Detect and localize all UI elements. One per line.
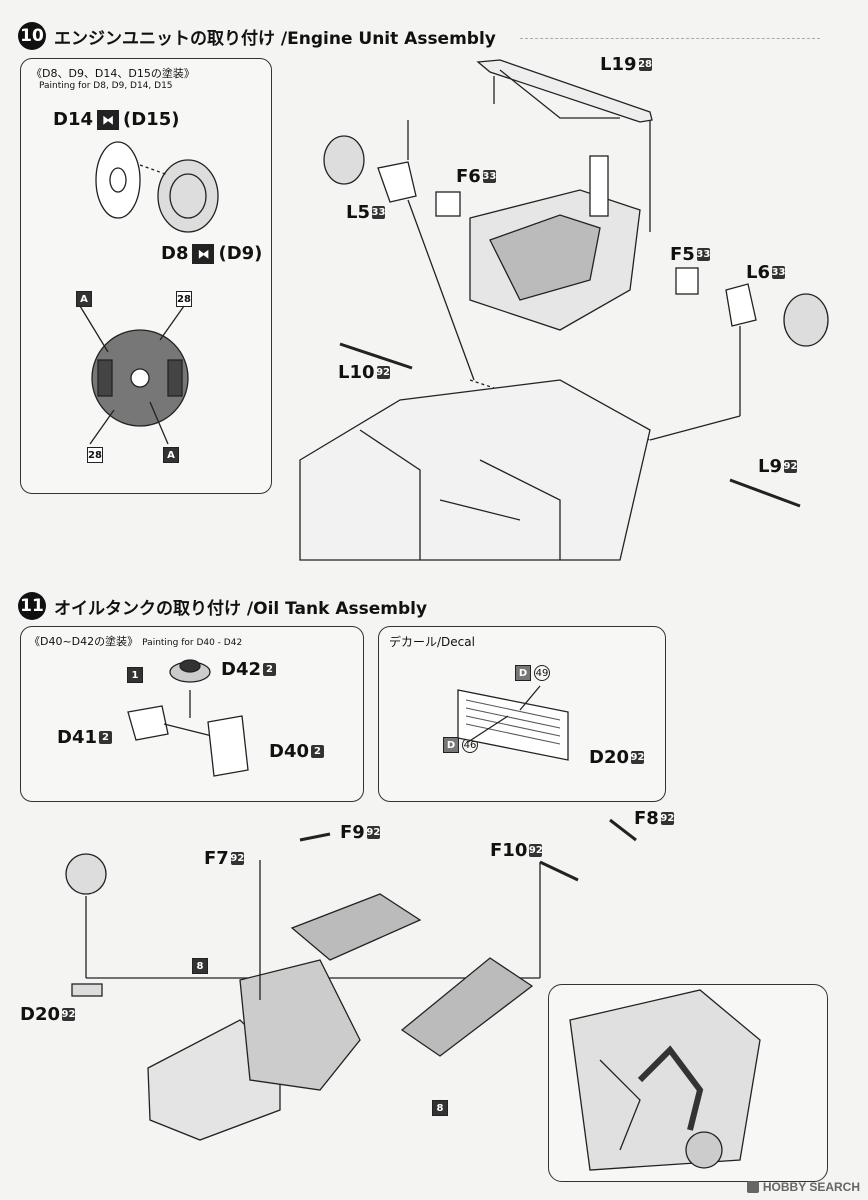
- part-d8: D8: [161, 243, 189, 264]
- step-title: エンジンユニットの取り付け /Engine Unit Assembly: [54, 28, 496, 49]
- paint-sub: Painting for D8, D9, D14, D15: [39, 81, 173, 91]
- color-tag-28: 28: [87, 447, 103, 463]
- part-d9: (D9): [218, 243, 263, 264]
- watermark-logo-icon: [746, 1181, 759, 1193]
- watermark: HOBBY SEARCH: [746, 1180, 860, 1194]
- paint-note: 《D40~D42の塗装》: [29, 635, 139, 648]
- paint-panel-d8-d15: 《D8、D9、D14、D15の塗装》 Painting for D8, D9, …: [20, 58, 272, 494]
- step-number: 11: [18, 592, 46, 620]
- part-d14: D14: [53, 109, 93, 130]
- color-tag-a: A: [163, 447, 179, 463]
- paint-sub: Painting for D40 - D42: [142, 638, 243, 648]
- decal-d49: D 49: [515, 665, 550, 681]
- decal-d46: D 46: [443, 737, 478, 753]
- label-d14-d15: D14 ⧓ (D15): [53, 109, 179, 130]
- paint-note: 《D8、D9、D14、D15の塗装》: [31, 67, 195, 80]
- divider: [520, 38, 820, 39]
- paint-panel-d40-d42: 《D40~D42の塗装》 Painting for D40 - D42 1 D4…: [20, 626, 364, 802]
- decal-note: デカール/Decal: [389, 635, 475, 649]
- paint-note-row: 《D40~D42の塗装》 Painting for D40 - D42: [29, 633, 242, 649]
- color-tag-a: A: [76, 291, 92, 307]
- part-d15: (D15): [123, 109, 180, 130]
- label-d8-d9: D8 ⧓ (D9): [161, 243, 262, 264]
- color-tag-1: 1: [127, 667, 143, 683]
- step-number: 10: [18, 22, 46, 50]
- alt-part-icon: ⧓: [192, 243, 215, 264]
- step-10-header: 10 エンジンユニットの取り付け /Engine Unit Assembly: [18, 22, 496, 50]
- color-tag-8: 8: [432, 1100, 448, 1116]
- detail-inset: [548, 984, 828, 1182]
- color-tag-8: 8: [192, 958, 208, 974]
- step-11-header: 11 オイルタンクの取り付け /Oil Tank Assembly: [18, 592, 427, 620]
- alt-part-icon: ⧓: [97, 109, 119, 130]
- step-title: オイルタンクの取り付け /Oil Tank Assembly: [54, 598, 428, 619]
- color-tag-28: 28: [176, 291, 192, 307]
